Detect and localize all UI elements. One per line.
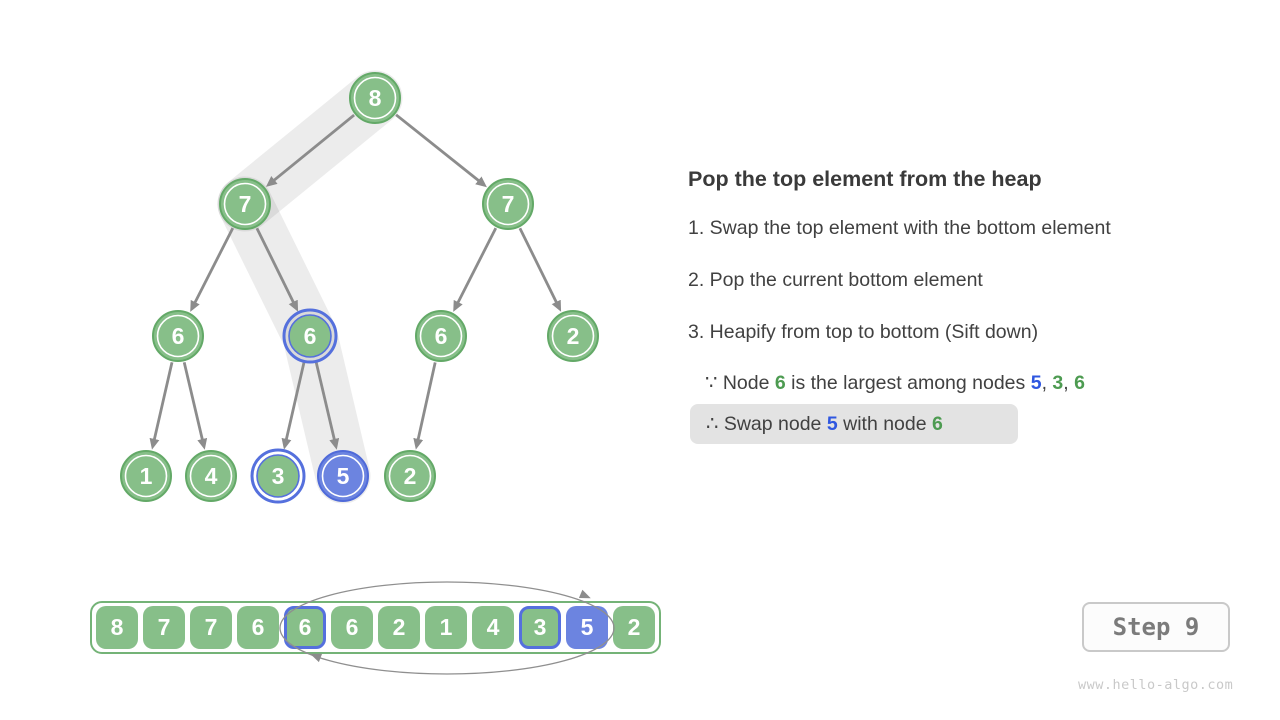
tree-node-6b-highlighted: 6: [282, 308, 338, 364]
because-sep1: ,: [1041, 372, 1053, 394]
swap-arrowhead-right: [578, 589, 591, 599]
because-prefix: ∵ Node: [705, 372, 775, 394]
therefore-box: ∴ Swap node 5 with node 6: [690, 404, 1018, 444]
node-value: 6: [435, 323, 448, 349]
step-line-1: 1. Swap the top element with the bottom …: [688, 217, 1111, 239]
array-cell-9-highlighted: 3: [519, 606, 561, 649]
therefore-node-5: 5: [826, 413, 838, 435]
array-cell-11: 2: [613, 606, 655, 649]
edge-8-7R: [395, 113, 487, 188]
edge-6a-1: [149, 361, 174, 450]
step-indicator-label: Step 9: [1112, 613, 1200, 641]
because-node-6: 6: [1074, 372, 1085, 394]
array-cell-2: 7: [190, 606, 232, 649]
array-cell-5: 6: [331, 606, 373, 649]
tree-node-root: 8: [349, 72, 401, 124]
node-value: 2: [567, 323, 580, 349]
swap-arrowhead-left: [310, 653, 323, 663]
because-sep2: ,: [1063, 372, 1075, 394]
node-value: 8: [369, 85, 382, 111]
array-cell-7: 1: [425, 606, 467, 649]
because-node-5: 5: [1030, 372, 1042, 394]
therefore-prefix: ∴ Swap node: [706, 413, 827, 435]
edge-7R-2a: [518, 227, 562, 312]
tree-node-6c: 6: [415, 310, 467, 362]
step-line-2: 2. Pop the current bottom element: [688, 269, 983, 291]
swap-arrow-ellipse: [279, 581, 615, 675]
heap-array: 8 7 7 6 6 6 2 1 4 3 5 2: [90, 601, 661, 654]
array-cell-0: 8: [96, 606, 138, 649]
tree-node-1: 1: [120, 450, 172, 502]
tree-node-2a: 2: [547, 310, 599, 362]
tree-node-7-right: 7: [482, 178, 534, 230]
edge-6c-2: [413, 362, 437, 450]
array-cell-1: 7: [143, 606, 185, 649]
array-cell-8: 4: [472, 606, 514, 649]
edge-6b-3: [281, 361, 306, 450]
step-line-3: 3. Heapify from top to bottom (Sift down…: [688, 321, 1039, 343]
tree-edges: [149, 113, 562, 450]
watermark: www.hello-algo.com: [1078, 677, 1234, 693]
because-line: ∵ Node 6 is the largest among nodes 5, 3…: [705, 371, 1085, 395]
panel-title: Pop the top element from the heap: [688, 167, 1042, 191]
therefore-middle: with node: [837, 413, 932, 435]
tree-node-2b: 2: [384, 450, 436, 502]
therefore-line: ∴ Swap node 5 with node 6: [690, 404, 1018, 444]
step-indicator: Step 9: [1082, 602, 1230, 652]
tree-node-7-left: 7: [219, 178, 271, 230]
tree-node-3-highlighted: 3: [250, 448, 306, 504]
node-value: 7: [502, 191, 515, 217]
array-cell-10-swap-target: 5: [566, 606, 608, 649]
node-value: 7: [239, 191, 252, 217]
node-value: 3: [272, 463, 285, 489]
array-cell-6: 2: [378, 606, 420, 649]
because-subject-node: 6: [774, 372, 786, 394]
edge-6b-5: [314, 361, 340, 450]
tree-node-5-swap-target: 5: [317, 450, 369, 502]
edge-7L-6b: [255, 227, 299, 312]
because-node-3: 3: [1052, 372, 1064, 394]
edge-6a-4: [182, 361, 208, 450]
sift-down-highlight-band: [217, 70, 403, 504]
node-value: 6: [304, 323, 317, 349]
edge-8-7L: [265, 114, 355, 187]
edge-7R-6c: [453, 227, 498, 312]
therefore-node-6: 6: [932, 413, 943, 435]
node-value: 4: [205, 463, 218, 489]
array-cell-4-highlighted: 6: [284, 606, 326, 649]
node-value: 1: [140, 463, 153, 489]
array-cell-3: 6: [237, 606, 279, 649]
node-value: 6: [172, 323, 185, 349]
node-value: 2: [404, 463, 417, 489]
edge-7L-6a: [190, 227, 235, 312]
tree-node-6a: 6: [152, 310, 204, 362]
node-value: 5: [337, 463, 350, 489]
tree-node-4: 4: [185, 450, 237, 502]
because-middle: is the largest among nodes: [785, 372, 1031, 394]
